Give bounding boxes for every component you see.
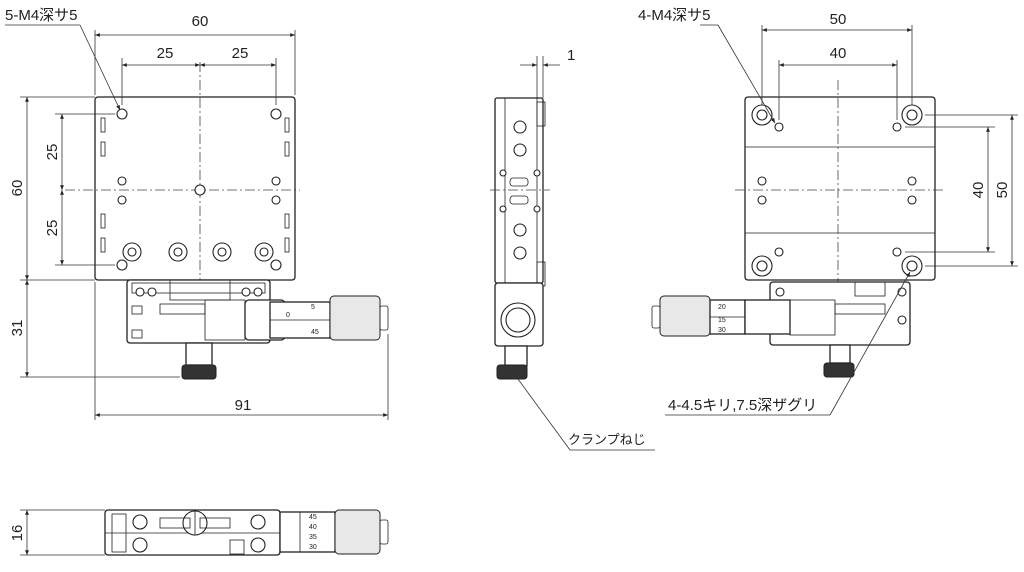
micrometer-knob — [329, 295, 381, 341]
dim-vert-top: 25 — [44, 144, 61, 161]
front-view: 45 40 35 30 16 — [9, 509, 389, 556]
label-tapped-holes: 5-M4深サ5 — [5, 7, 78, 24]
dim-bottom-vert-outer: 50 — [994, 182, 1011, 199]
scale-label: 5 — [311, 304, 315, 311]
center-hole — [194, 184, 206, 196]
clamp-screw — [181, 364, 217, 380]
dim-front-height: 16 — [9, 525, 26, 542]
scale-label: 20 — [718, 304, 726, 311]
front-micrometer-knob — [334, 509, 381, 555]
dim-half-left: 25 — [157, 45, 174, 62]
scale-label: 40 — [309, 524, 317, 531]
dim-width: 60 — [192, 13, 209, 30]
scale-label: 15 — [718, 317, 726, 324]
dim-vert-bottom: 25 — [44, 220, 61, 237]
top-view: 0 5 45 60 25 25 60 25 25 31 9 — [5, 7, 389, 420]
label-counterbore: 4-4.5キリ,7.5深ザグリ — [668, 397, 817, 414]
dim-offset: 1 — [567, 47, 575, 64]
side-clamp-screw — [496, 364, 528, 380]
dim-bottom-width: 50 — [830, 11, 847, 28]
label-clamp-screw: クランプねじ — [568, 432, 646, 447]
scale-label: 35 — [309, 534, 317, 541]
tap-hole — [116, 108, 128, 120]
dim-height: 60 — [9, 180, 26, 197]
bottom-clamp-screw — [823, 362, 855, 378]
bottom-plate — [744, 96, 936, 281]
scale-label: 45 — [311, 329, 319, 336]
scale-label: 30 — [718, 327, 726, 334]
scale-label: 30 — [309, 544, 317, 551]
dim-bottom-inner: 40 — [830, 45, 847, 62]
scale-label: 0 — [286, 312, 290, 319]
dim-bottom-vert-inner: 40 — [970, 182, 987, 199]
label-bottom-tapped-holes: 4-M4深サ5 — [638, 7, 711, 24]
dim-lower: 31 — [9, 320, 26, 337]
side-view: 1 クランプねじ — [490, 47, 655, 451]
dim-total: 91 — [235, 397, 252, 414]
dim-half-right: 25 — [232, 45, 249, 62]
bottom-view: 20 15 30 50 40 40 50 4-M4深サ5 4-4.5キリ,7.5… — [638, 7, 1018, 416]
bottom-micrometer-knob — [659, 295, 711, 337]
bottom-base — [769, 281, 911, 346]
scale-label: 45 — [309, 514, 317, 521]
